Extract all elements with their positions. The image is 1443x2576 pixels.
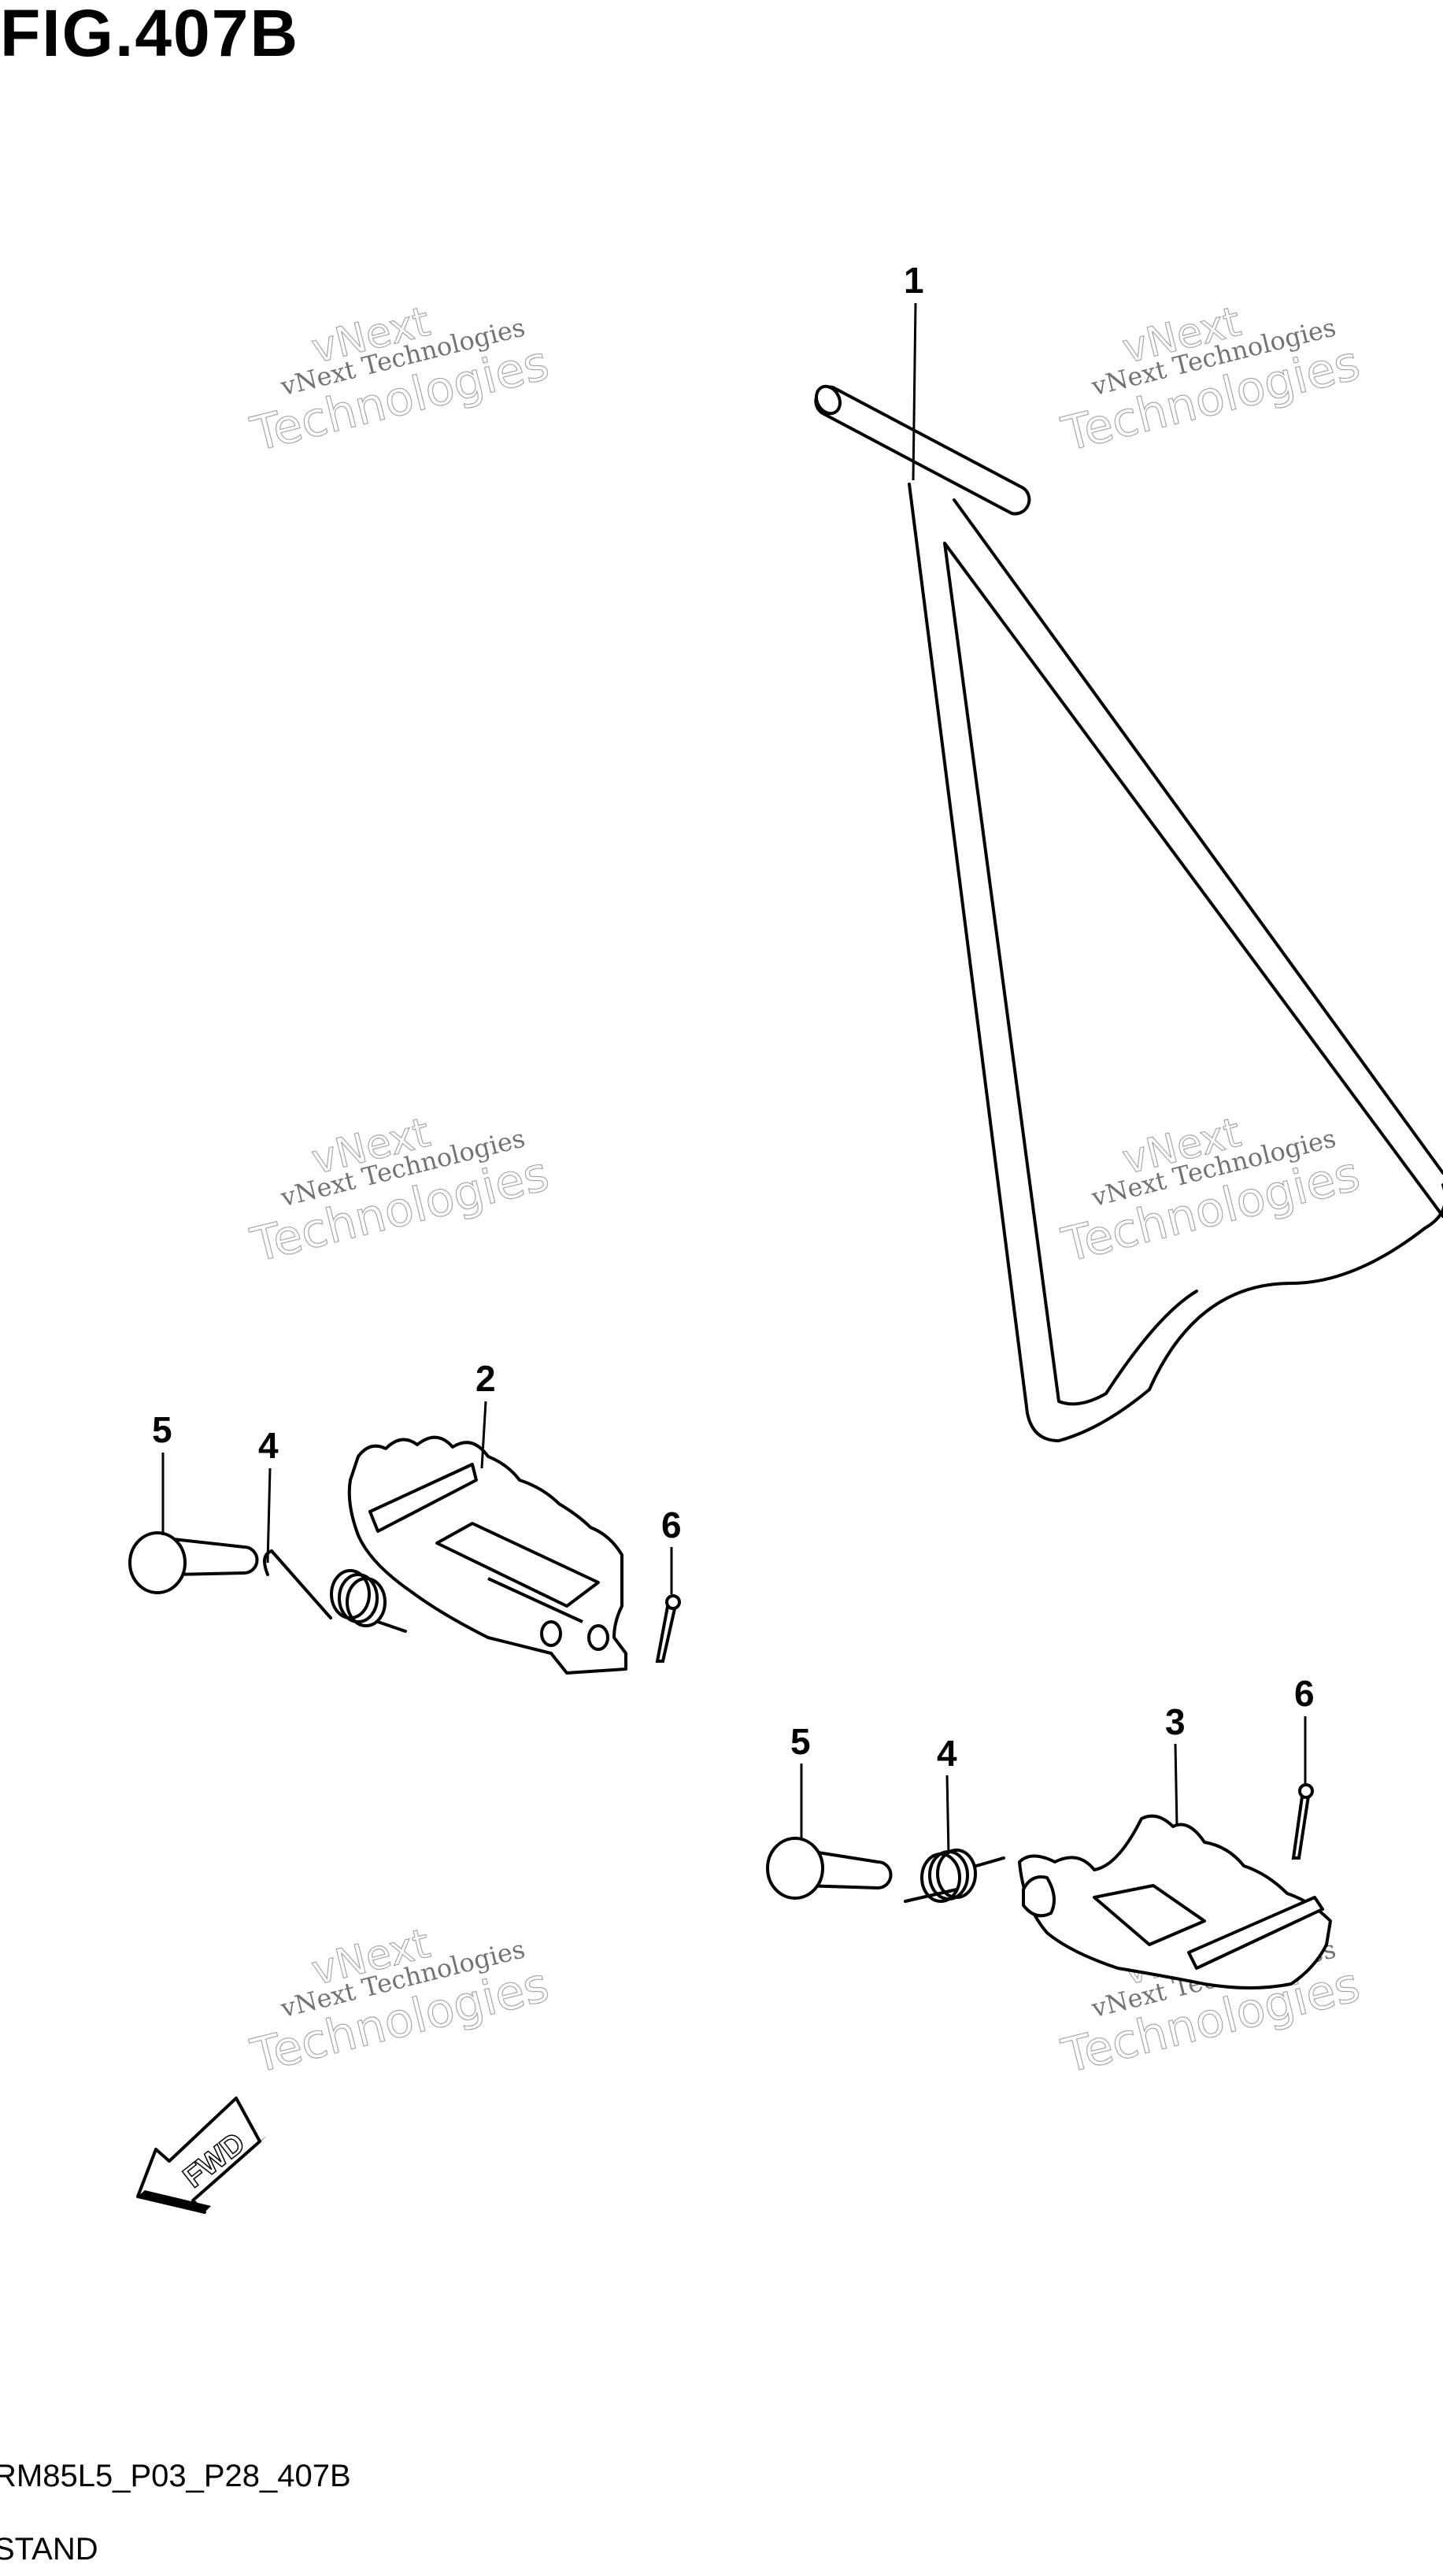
cotter-pin-left (655, 1594, 681, 1663)
pin-left (128, 1531, 259, 1594)
callout-2: 2 (475, 1358, 496, 1399)
callout-1: 1 (904, 260, 924, 301)
callout-6-left: 6 (661, 1505, 682, 1545)
callout-3: 3 (1165, 1701, 1186, 1742)
spring-right (904, 1849, 1005, 1903)
cotter-pin-right (1291, 1783, 1314, 1860)
watermark-1: vNext vNext Technologies Technologies (245, 298, 554, 463)
spring-left (263, 1549, 407, 1633)
stand-part (814, 384, 1443, 1442)
footrest-right (1018, 1814, 1332, 1989)
callout-4-right: 4 (937, 1733, 957, 1774)
watermark-5: vNext vNext Technologies Technologies (245, 1919, 554, 2085)
figure-title: FIG.407B (0, 0, 300, 70)
figure-name: STAND (0, 2532, 98, 2567)
callout-5-left: 5 (152, 1409, 172, 1450)
fwd-arrow-icon: FWD (136, 2097, 268, 2214)
leader-lines (161, 302, 1307, 1855)
figure-code: RM85L5_P03_P28_407B (0, 2459, 351, 2493)
callout-4-left: 4 (258, 1425, 279, 1466)
footrest-left (347, 1435, 627, 1675)
watermark-2: vNext vNext Technologies Technologies (1056, 298, 1365, 463)
pin-right (766, 1837, 893, 1900)
callout-5-right: 5 (790, 1721, 811, 1762)
watermark-4: vNext vNext Technologies Technologies (1056, 1108, 1365, 1274)
watermark-3: vNext vNext Technologies Technologies (245, 1108, 554, 1274)
callout-6-right: 6 (1294, 1673, 1315, 1714)
